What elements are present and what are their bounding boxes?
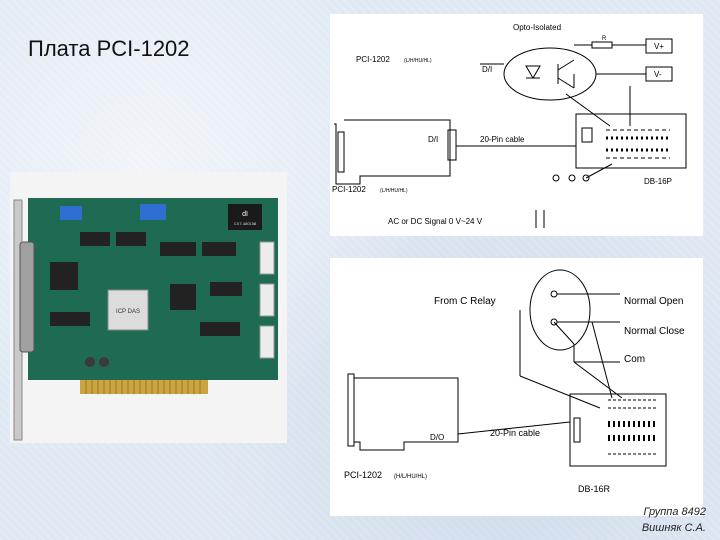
relay-contact-outline — [529, 269, 591, 351]
resistor-label: R — [602, 36, 607, 42]
capacitor — [85, 357, 95, 367]
slide-title: Плата PCI-1202 — [28, 36, 190, 61]
cable-label: 20-Pin cable — [490, 428, 540, 438]
chip-icp — [228, 204, 262, 230]
do-label: D/O — [430, 433, 444, 442]
card-suffix-top: (L/H/HU/HL) — [404, 58, 432, 64]
chip-brand: dI — [242, 211, 248, 218]
relay-contact — [550, 290, 558, 298]
group-label: Группа 8492 — [643, 506, 706, 518]
do-diagram-svg: From C Relay Normal Open Normal Close Co… — [344, 269, 685, 494]
ic — [50, 262, 78, 290]
com-label: Com — [624, 354, 645, 365]
ic — [160, 242, 196, 256]
relay-output-wiring-diagram: From C Relay Normal Open Normal Close Co… — [330, 258, 703, 516]
board-illustration: dI CX7-480158 ICP DAS — [13, 198, 278, 441]
card-bracket — [337, 131, 345, 173]
card-suffix-bottom: (L/H/HU/HL) — [380, 188, 408, 194]
ic — [116, 232, 146, 246]
author-credit: Группа 8492 Вишняк С.А. — [642, 504, 706, 536]
switch-contact — [568, 174, 576, 182]
normal-close-label: Normal Close — [624, 326, 685, 337]
signal-label: AC or DC Signal 0 V~24 V — [388, 217, 483, 226]
db16r-label: DB-16R — [578, 484, 611, 494]
relay-label: From C Relay — [434, 296, 496, 307]
cable-label: 20-Pin cable — [480, 135, 525, 144]
pin-header — [259, 283, 275, 317]
card-name-top: PCI-1202 — [356, 55, 390, 64]
opto-isolator-outline — [503, 47, 597, 101]
pci-card-outline — [354, 377, 459, 451]
switch-contact — [552, 174, 560, 182]
ic — [170, 284, 196, 310]
vminus-terminal — [645, 66, 673, 82]
pin-header — [259, 325, 275, 359]
card-name: PCI-1202 — [344, 470, 382, 480]
pci-edge-connector — [80, 380, 208, 394]
led-diode — [525, 65, 541, 79]
dsub-connector — [19, 241, 35, 353]
opto-label: Opto-Isolated — [513, 23, 561, 32]
ic — [200, 322, 240, 336]
db16p-label: DB-16P — [644, 177, 672, 186]
resistor — [591, 41, 613, 49]
normal-open-label: Normal Open — [624, 296, 683, 307]
cable-line — [457, 421, 571, 435]
vplus-label: V+ — [654, 42, 664, 51]
pci-card-outline — [334, 119, 451, 185]
card-bracket — [347, 373, 355, 447]
ic — [50, 312, 90, 326]
di-label-left: D/I — [482, 65, 492, 74]
ic — [202, 242, 236, 256]
di-label-card: D/I — [428, 135, 438, 144]
card-suffix: (H/L/HU/HL) — [394, 474, 427, 480]
dip-switch — [140, 204, 166, 220]
vplus-terminal — [645, 38, 673, 54]
chip-id: CX7-480158 — [234, 221, 257, 226]
ic — [80, 232, 110, 246]
db16p-connector-box — [575, 113, 687, 169]
db16r-connector-box — [569, 393, 667, 467]
capacitor — [99, 357, 109, 367]
fpga-chip — [107, 289, 149, 331]
switch-contact — [582, 174, 590, 182]
fpga-label: ICP DAS — [116, 309, 140, 315]
author-label: Вишняк С.А. — [641, 522, 706, 534]
dip-switch — [60, 206, 82, 220]
vminus-label: V- — [654, 70, 662, 79]
digital-input-wiring-diagram: Opto-Isolated R V+ V- PCI-1202 (L/H/HU/H… — [330, 14, 703, 236]
card-header — [447, 129, 457, 161]
pin-header — [259, 241, 275, 275]
di-diagram-svg: Opto-Isolated R V+ V- PCI-1202 (L/H/HU/H… — [332, 23, 687, 228]
card-name-bottom: PCI-1202 — [332, 185, 366, 194]
ic — [210, 282, 242, 296]
pci-1202-board-photo: dI CX7-480158 ICP DAS — [10, 172, 287, 443]
